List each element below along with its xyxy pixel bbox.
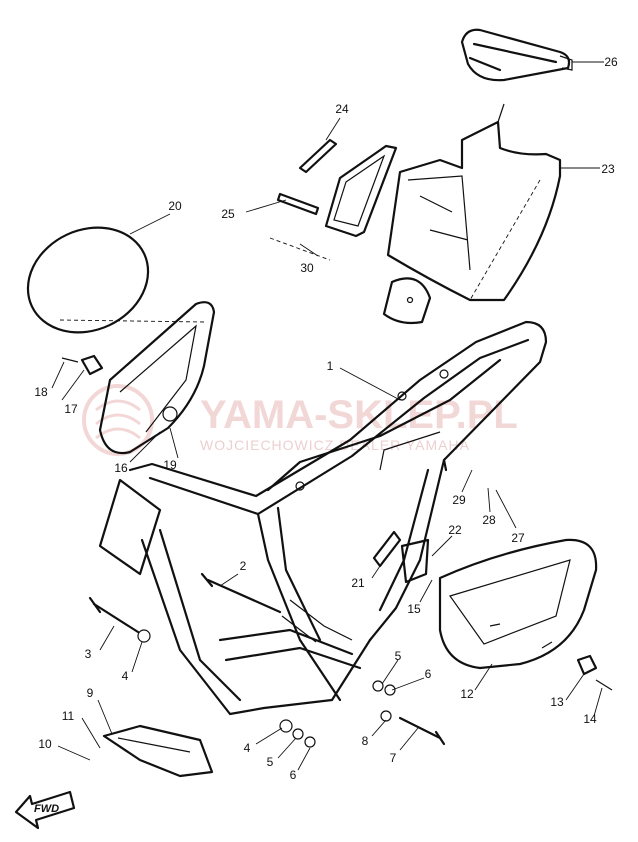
callout-c27: 27 [511, 531, 525, 545]
callout-c23: 23 [601, 162, 615, 176]
callout-c24: 24 [335, 102, 349, 116]
callout-c29: 29 [452, 493, 466, 507]
callout-c4b: 4 [244, 741, 251, 755]
part-16-left-side-cover [98, 301, 216, 455]
callout-c2: 2 [240, 559, 247, 573]
part-5-washer [292, 680, 384, 740]
part-22-bracket [400, 538, 430, 584]
callout-c18: 18 [34, 385, 48, 399]
part-8-washer [380, 710, 392, 722]
fwd-label: FWD [34, 803, 59, 815]
callout-c17: 17 [64, 402, 78, 416]
callout-c15: 15 [407, 602, 421, 616]
watermark-sub: WOJCIECHOWICZ DEALER YAMAHA [200, 437, 470, 453]
callout-c25: 25 [221, 207, 235, 221]
callout-numbers: 1234455667891011121314151617181920212223… [34, 55, 618, 782]
part-24-bracket [298, 138, 338, 174]
callout-c6b: 6 [290, 768, 297, 782]
callout-c30: 30 [300, 261, 314, 275]
callout-c11: 11 [62, 709, 75, 723]
fwd-arrow-icon: FWD [14, 790, 76, 830]
callout-c5a: 5 [395, 649, 402, 663]
part-26-grab-handle [460, 28, 573, 82]
callout-c5b: 5 [267, 755, 274, 769]
callout-c1: 1 [327, 359, 334, 373]
part-14-screw [595, 679, 613, 691]
part-1-frame [98, 320, 548, 716]
callout-c22: 22 [448, 523, 462, 537]
callout-c28: 28 [482, 513, 496, 527]
part-17-grommet [80, 354, 104, 376]
callout-c14: 14 [583, 712, 597, 726]
callout-c8: 8 [362, 734, 369, 748]
part-7-bolt [398, 716, 446, 746]
callout-c6a: 6 [425, 667, 432, 681]
callout-c10: 10 [38, 737, 52, 751]
callout-c20: 20 [168, 199, 182, 213]
part-18-screw [61, 357, 79, 363]
callout-c21: 21 [351, 576, 365, 590]
callout-c26: 26 [604, 55, 618, 69]
callout-c13: 13 [550, 695, 564, 709]
part-4-washer [137, 629, 293, 733]
callout-c9: 9 [87, 686, 94, 700]
part-3-bolt [88, 596, 140, 634]
callout-c4a: 4 [122, 669, 129, 683]
part-6-nut [304, 684, 396, 748]
part-2-bolt [200, 572, 282, 614]
watermark-logo-icon [82, 384, 154, 456]
watermark-main: YAMA-SKLEP.PL [200, 393, 518, 437]
part-9-skid-plate [102, 724, 214, 778]
leader-lines [51, 61, 604, 771]
callout-c19: 19 [163, 458, 177, 472]
part-23-rear-fender [382, 103, 562, 325]
part-12-right-side-cover [438, 538, 598, 670]
callout-c16: 16 [114, 461, 128, 475]
watermark: YAMA-SKLEP.PL WOJCIECHOWICZ DEALER YAMAH… [82, 384, 518, 456]
part-21-bracket [372, 530, 402, 568]
callout-c12: 12 [460, 687, 474, 701]
part-20-gasket [26, 226, 150, 334]
callout-c3: 3 [85, 647, 92, 661]
part-13-grommet [576, 654, 598, 676]
callout-c7: 7 [390, 751, 397, 765]
part-25-bracket [276, 192, 320, 216]
part-30-side-plate [324, 144, 398, 238]
